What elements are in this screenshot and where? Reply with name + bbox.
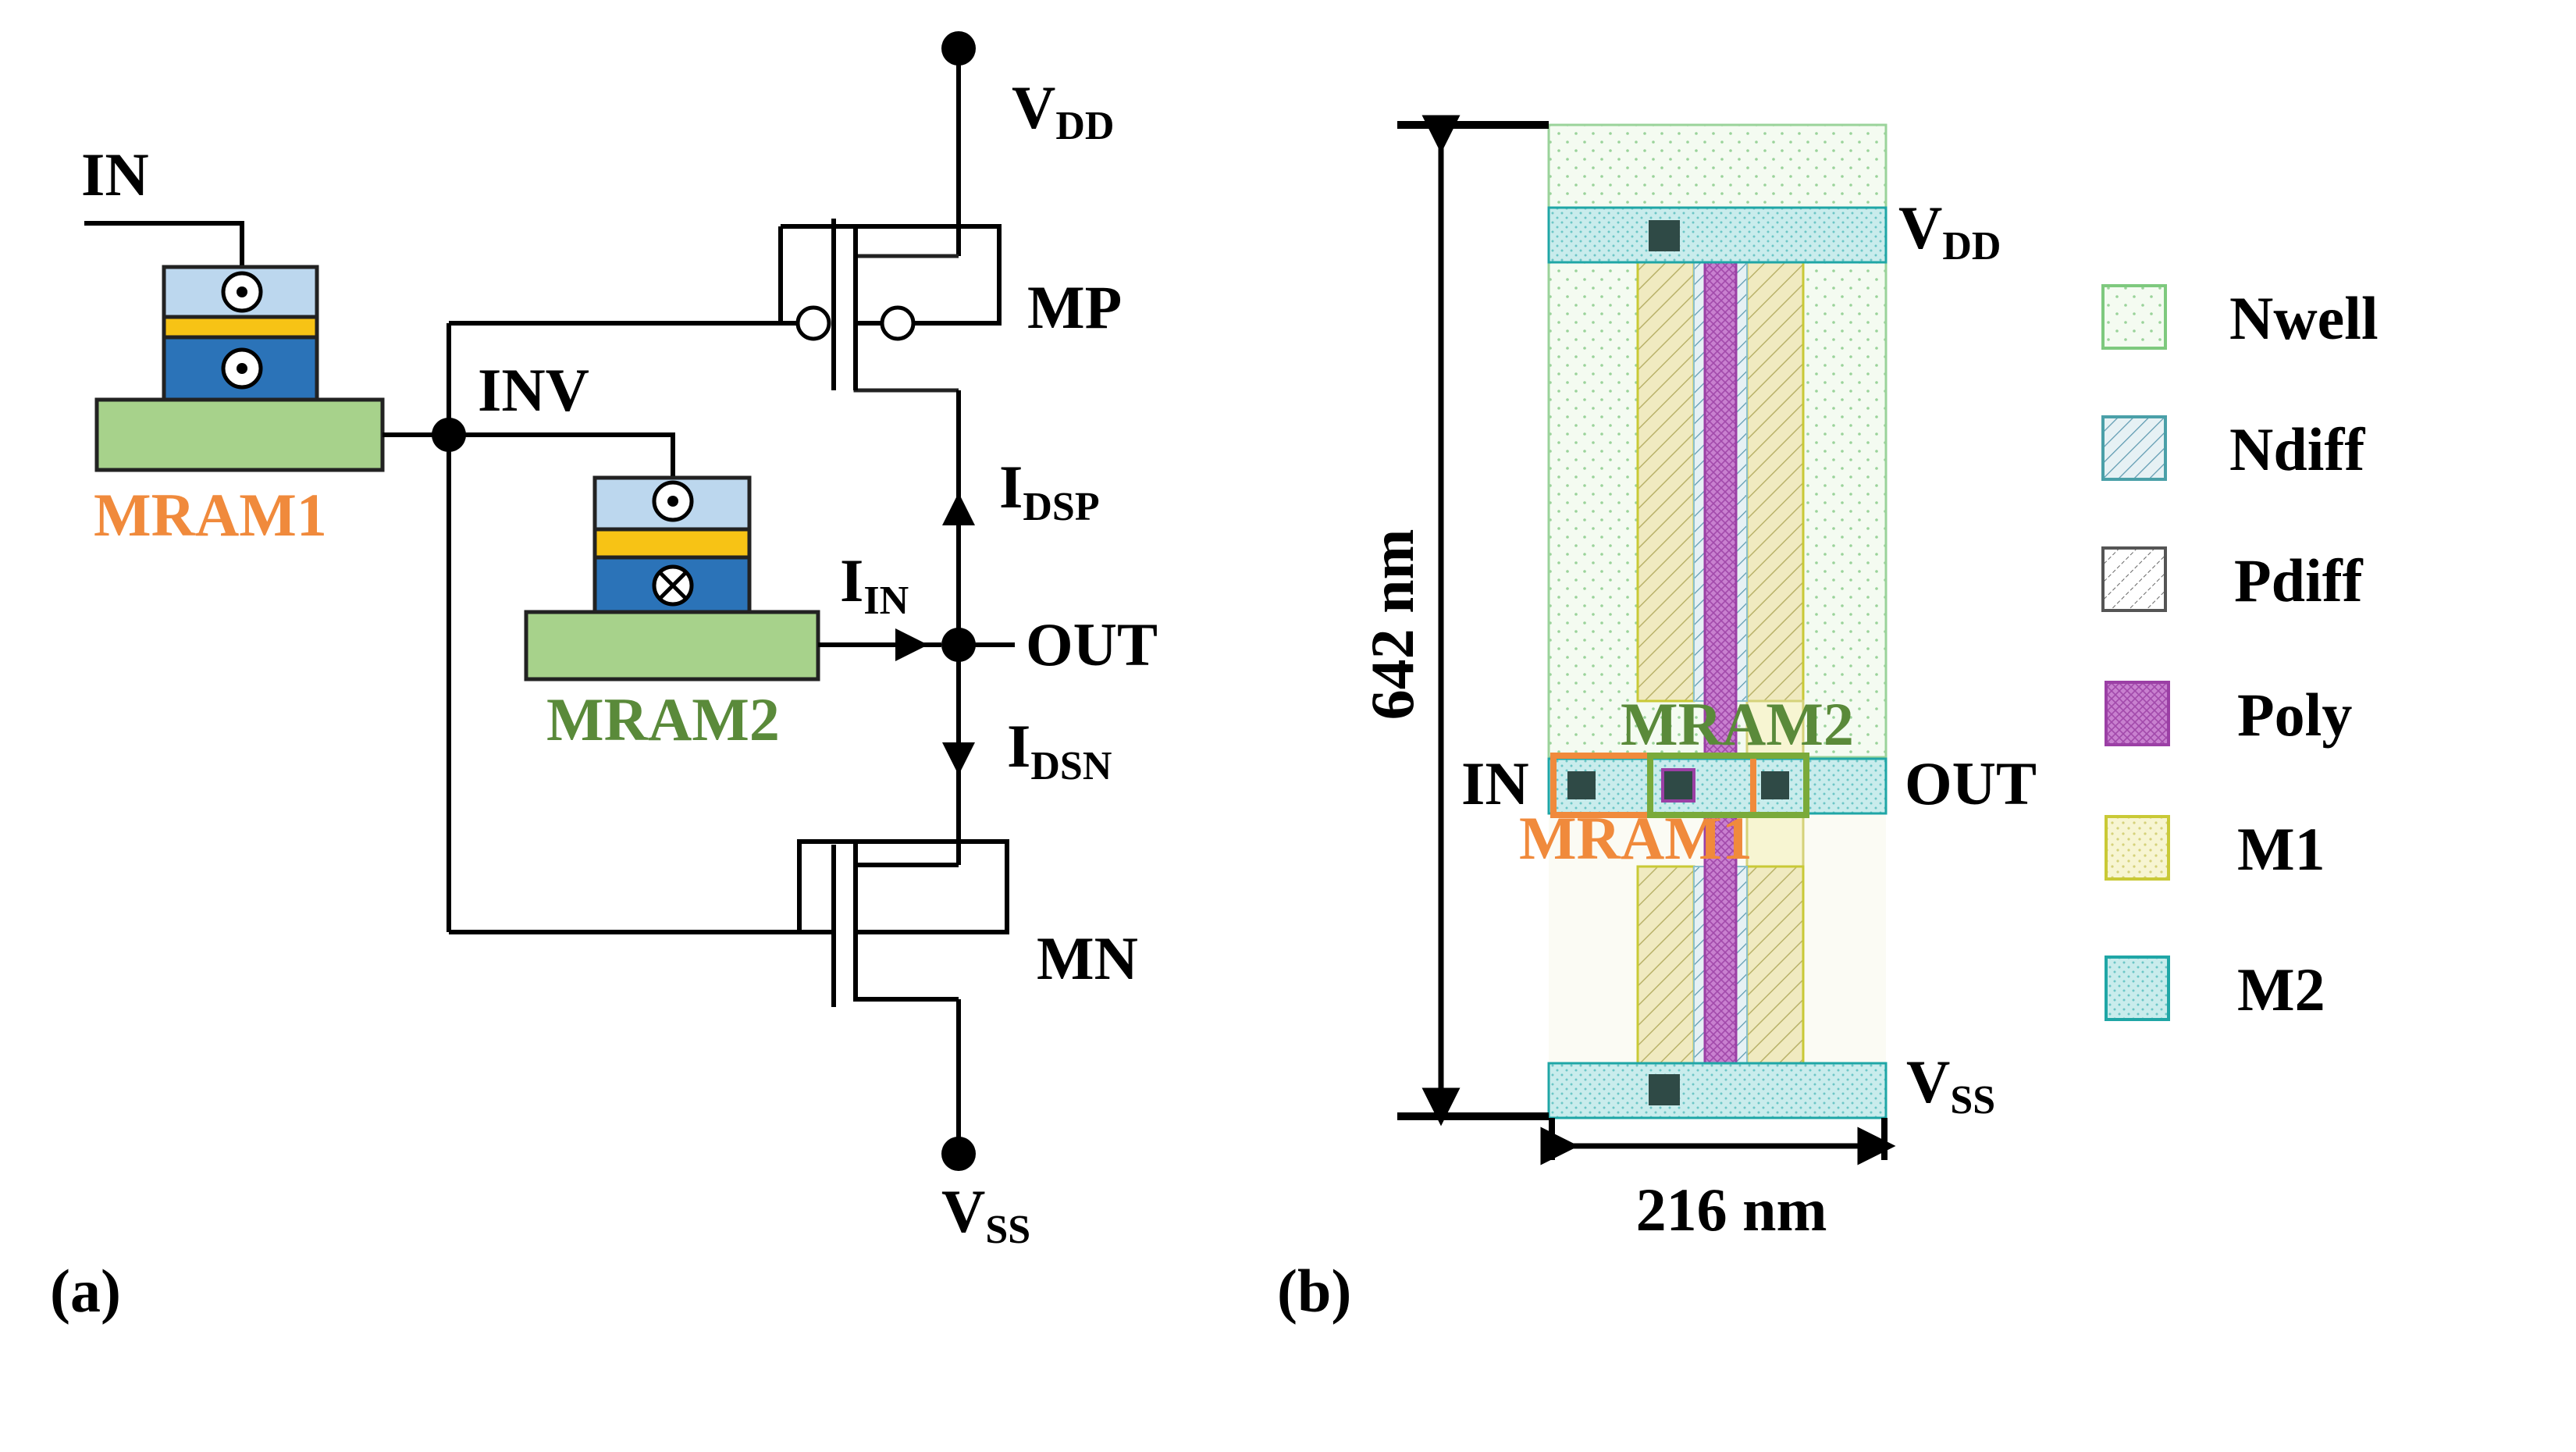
idsp-label: IDSP: [999, 453, 1100, 529]
mp-label: MP: [1027, 273, 1122, 341]
legend-swatch-m2: [2105, 956, 2170, 1021]
pdiff-right-top: [1745, 206, 1805, 703]
out-label-a: OUT: [1026, 610, 1158, 678]
contact-out: [1761, 771, 1789, 799]
vdd-label-b: VDD: [1898, 194, 2001, 269]
panel-b-layout: 642 nm 216 nm VDD OUT VSS IN MRAM1 MRAM2…: [1277, 115, 2037, 1325]
panel-a-tag: (a): [50, 1257, 121, 1325]
inv-label: INV: [478, 356, 589, 424]
mn-label: MN: [1037, 924, 1138, 992]
iin-label: IIN: [840, 546, 909, 623]
mram2-box: [1647, 753, 1809, 818]
vss-label-b: VSS: [1906, 1048, 1995, 1123]
idsn-label: IDSN: [1007, 712, 1112, 788]
panel-a-circuit: IN INV MRAM1 MRAM2 VDD MP IDSP IIN OUT I…: [50, 31, 1158, 1325]
legend-swatch-poly: [2105, 681, 2170, 746]
legend-label-poly: Poly: [2237, 681, 2352, 749]
legend: Nwell Ndiff Pdiff Poly M1 M2: [2101, 284, 2379, 1023]
mram2-label-b: MRAM2: [1621, 690, 1854, 758]
mram2-device: [524, 475, 820, 682]
legend-label-m1: M1: [2237, 815, 2325, 883]
legend-label-ndiff: Ndiff: [2229, 415, 2365, 483]
mram1-label: MRAM1: [94, 481, 327, 549]
legend-swatch-pdiff: [2101, 546, 2167, 612]
contact-vss: [1649, 1074, 1680, 1105]
contact-mid: [1661, 768, 1695, 803]
out-label-b: OUT: [1905, 749, 2037, 817]
height-dim-label: 642 nm: [1358, 529, 1426, 721]
in-label-b: IN: [1461, 749, 1529, 817]
mram1-device: [94, 265, 385, 472]
legend-label-nwell: Nwell: [2229, 284, 2379, 352]
vdd-label-a: VDD: [1012, 73, 1114, 148]
pdiff-left-top: [1636, 206, 1695, 703]
legend-label-m2: M2: [2237, 956, 2325, 1023]
contact-in: [1567, 771, 1596, 799]
inv-to-mram2-wire: [449, 432, 675, 478]
nmos-mn: [797, 839, 1009, 1007]
mram1-label-b: MRAM1: [1519, 804, 1752, 872]
m2-vdd-rail: [1547, 206, 1888, 264]
m2-vss-rail: [1547, 1062, 1888, 1119]
panel-b-tag: (b): [1277, 1257, 1351, 1325]
pmos-mp: [778, 219, 1002, 393]
vss-terminal: [941, 1137, 976, 1171]
legend-swatch-ndiff: [2101, 415, 2167, 481]
contact-vdd: [1649, 220, 1680, 251]
in-wire: [84, 221, 244, 270]
poly-gate: [1703, 206, 1738, 1118]
legend-swatch-nwell: [2101, 284, 2167, 350]
legend-label-pdiff: Pdiff: [2234, 546, 2364, 614]
in-label: IN: [81, 141, 149, 208]
width-dim-label: 216 nm: [1636, 1176, 1827, 1244]
legend-swatch-m1: [2105, 815, 2170, 881]
mram2-label: MRAM2: [546, 685, 780, 753]
vss-label-a: VSS: [941, 1177, 1030, 1252]
